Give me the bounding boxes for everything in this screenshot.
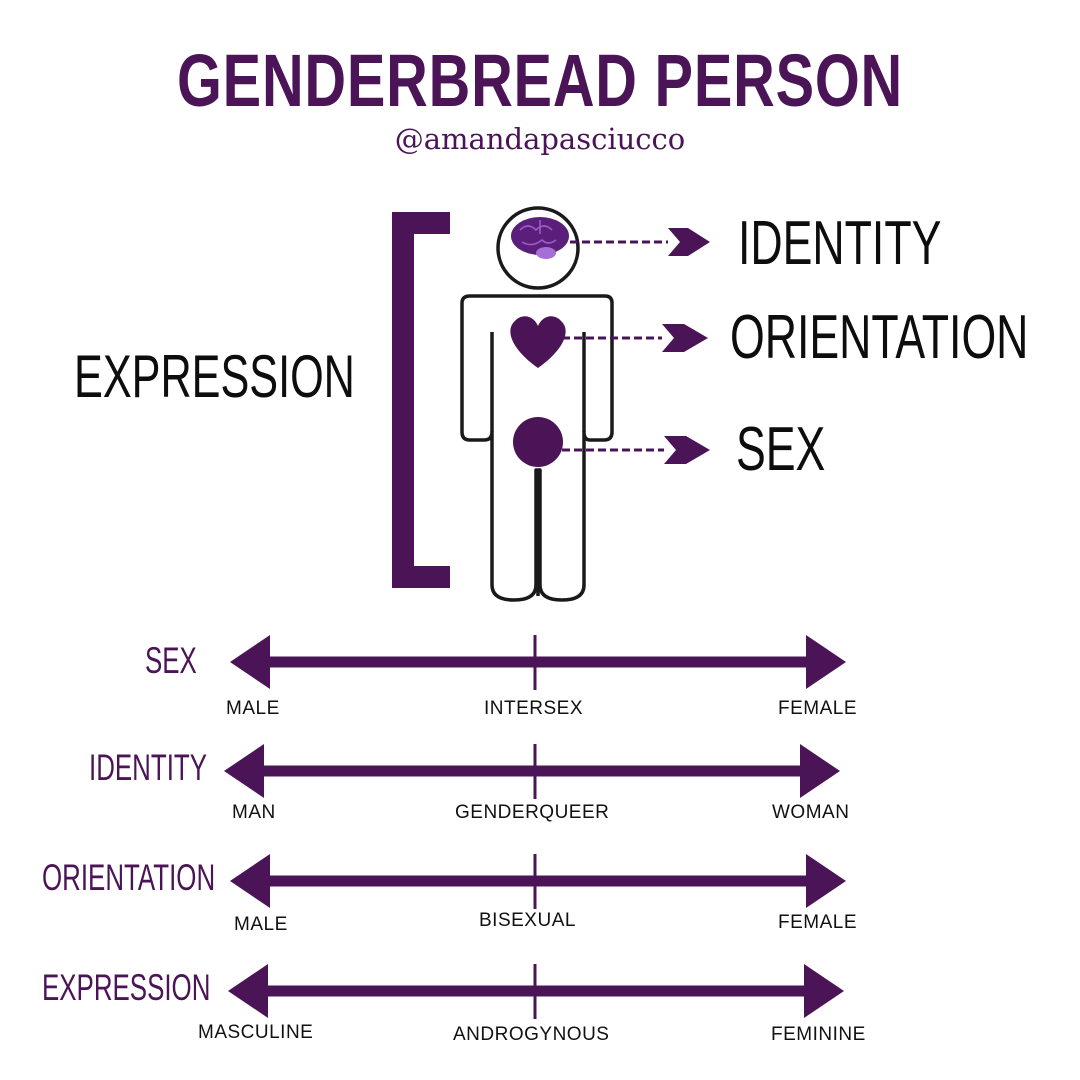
spectrum-arrow-identity (224, 744, 840, 799)
arrow-icon (570, 228, 710, 256)
sex-label: SEX (736, 415, 826, 484)
spectrum-left-label: MALE (234, 914, 288, 935)
spectrum-right-label: WOMAN (772, 802, 850, 823)
spectrum-name-identity: IDENTITY (89, 747, 207, 788)
spectrum-middle-label: GENDERQUEER (455, 802, 610, 823)
spectrum-right-label: FEMALE (778, 912, 858, 933)
brain-icon (511, 217, 569, 259)
heart-icon (510, 316, 566, 368)
spectrum-name-sex: SEX (145, 640, 197, 681)
spectrum-arrow-orientation (230, 854, 846, 909)
spectrum-middle-label: BISEXUAL (479, 910, 576, 931)
spectrum-name-expression: EXPRESSION (42, 967, 211, 1008)
spectrum-left-label: MAN (232, 802, 276, 823)
orientation-label: ORIENTATION (730, 303, 1029, 372)
arrow-icon (562, 324, 708, 352)
spectrum-arrow-sex (230, 635, 846, 690)
spectrum-name-orientation: ORIENTATION (42, 857, 216, 898)
spectrum-arrow-expression (228, 964, 844, 1019)
circle-icon (513, 417, 563, 467)
spectrum-right-label: FEMININE (771, 1024, 866, 1045)
spectrum-left-label: MASCULINE (198, 1022, 314, 1043)
spectrum-middle-label: ANDROGYNOUS (453, 1024, 610, 1045)
page-title: GENDERBREAD PERSON (176, 39, 904, 122)
arrow-icon (562, 436, 710, 464)
bracket-icon (392, 212, 450, 588)
identity-label: IDENTITY (738, 209, 942, 278)
expression-label: EXPRESSION (74, 343, 355, 410)
spectrum-right-label: FEMALE (778, 698, 858, 719)
spectrum-left-label: MALE (226, 698, 280, 719)
author-handle: @amandapasciucco (394, 122, 686, 156)
spectrum-middle-label: INTERSEX (484, 698, 584, 719)
